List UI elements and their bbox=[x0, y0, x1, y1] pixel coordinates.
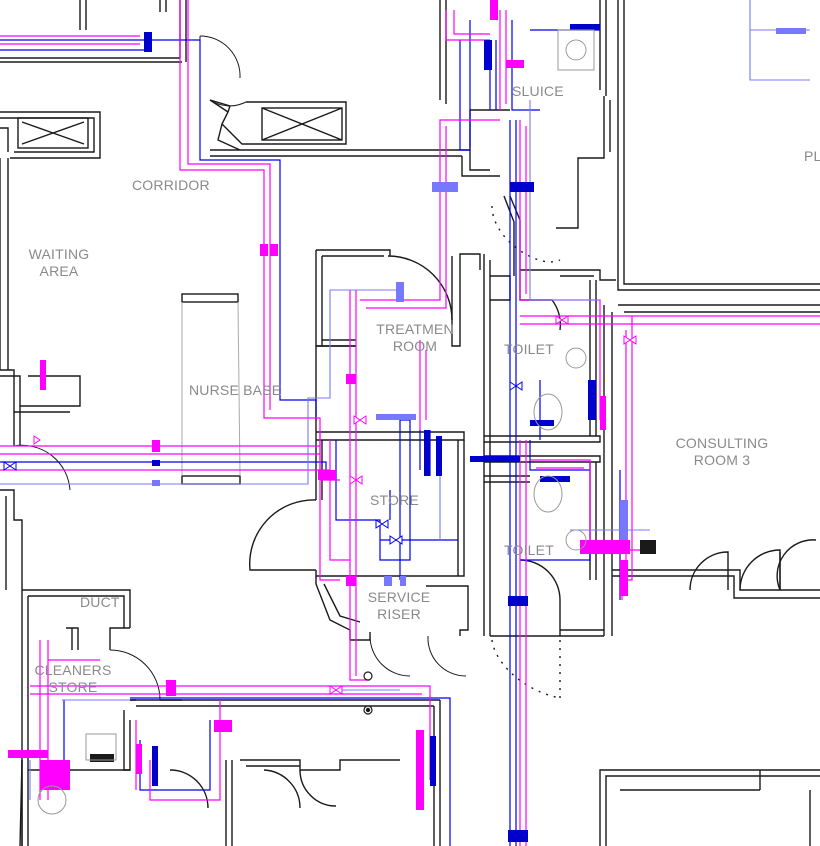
room-label-toilet-upper: TOILET bbox=[504, 341, 554, 357]
dotted-door-swings bbox=[491, 205, 561, 700]
room-label-treatment-room: TREATMEN ROOM bbox=[370, 321, 460, 355]
fixtures bbox=[37, 29, 595, 815]
cold-return-pipes bbox=[0, 0, 810, 800]
cleaners-store-line-1: CLEANERS bbox=[34, 662, 112, 678]
room-label-consulting-room: CONSULTING ROOM 3 bbox=[672, 435, 772, 469]
pipe-tags bbox=[8, 0, 806, 842]
riser-markers bbox=[363, 671, 373, 715]
treatment-room-line-1: TREATMEN bbox=[376, 321, 454, 337]
room-label-corridor: CORRIDOR bbox=[132, 177, 210, 193]
service-riser-line-2: RISER bbox=[377, 606, 421, 622]
room-label-toilet-lower: TOILET bbox=[504, 542, 554, 558]
service-riser-line-1: SERVICE bbox=[367, 589, 431, 605]
valves-blue bbox=[3, 381, 523, 545]
room-label-store: STORE bbox=[370, 492, 419, 508]
room-label-sluice: SLUICE bbox=[512, 83, 564, 99]
consulting-room-line-2: ROOM 3 bbox=[693, 452, 751, 468]
room-label-service-riser: SERVICE RISER bbox=[362, 589, 436, 623]
room-label-cleaners-store: CLEANERS STORE bbox=[30, 662, 116, 696]
waiting-area-line-1: WAITING bbox=[28, 246, 90, 262]
room-label-waiting-area: WAITING AREA bbox=[26, 246, 92, 280]
room-label-nurse-base: NURSE BASE bbox=[189, 382, 282, 398]
cleaners-store-line-2: STORE bbox=[48, 679, 98, 695]
cold-water-pipes bbox=[0, 20, 621, 846]
treatment-room-line-2: ROOM bbox=[392, 338, 438, 354]
room-label-cut-off: PL bbox=[804, 148, 820, 164]
room-label-duct: DUCT bbox=[80, 594, 120, 610]
valves bbox=[33, 315, 637, 695]
consulting-room-line-1: CONSULTING bbox=[675, 435, 769, 451]
waiting-area-line-2: AREA bbox=[39, 263, 79, 279]
